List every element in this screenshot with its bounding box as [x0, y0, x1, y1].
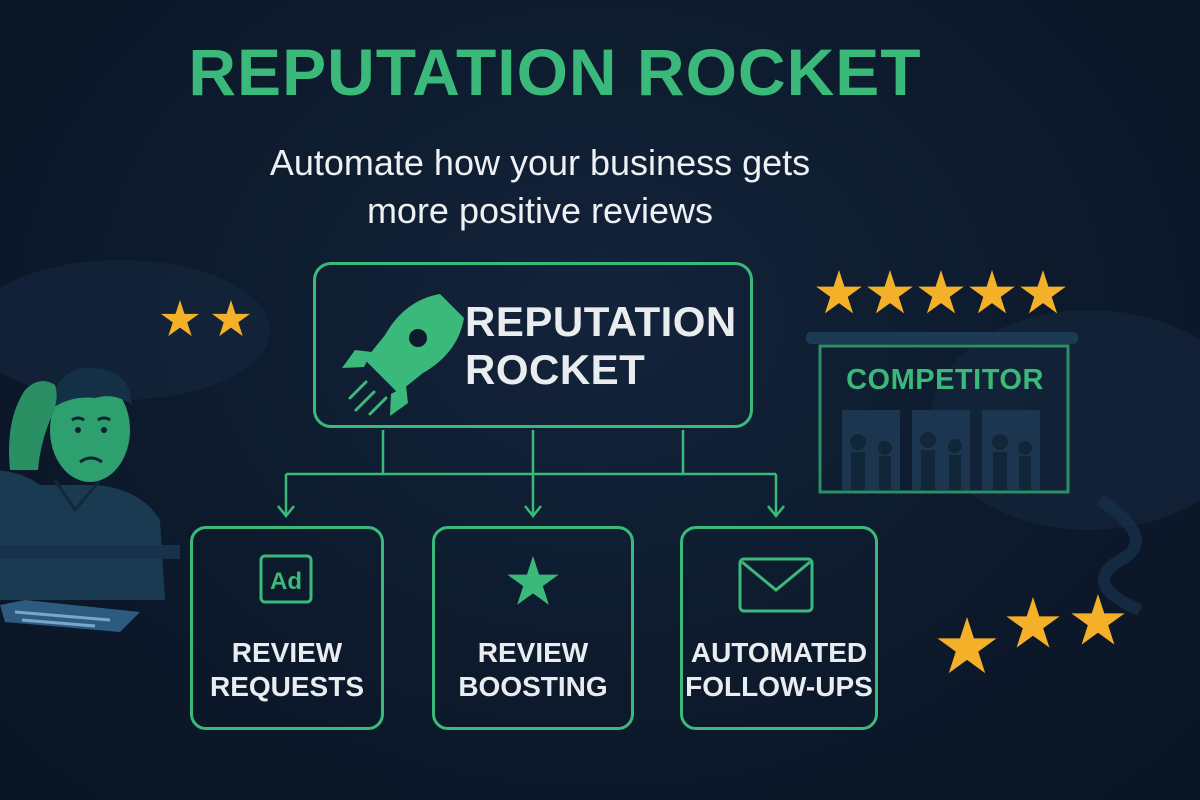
page-title: REPUTATION ROCKET [188, 35, 922, 109]
feature-label-line-1: REVIEW [477, 637, 589, 668]
star-icon [1006, 597, 1060, 648]
feature-label-automated-follow-ups: AUTOMATED FOLLOW-UPS [680, 636, 878, 704]
svg-text:Ad: Ad [270, 568, 302, 595]
feature-label-line-1: AUTOMATED [690, 637, 868, 668]
competitor-storefront-illustration [806, 332, 1143, 616]
ad-icon: Ad [259, 554, 313, 604]
connector-lines [277, 430, 785, 519]
subtitle-line-1: Automate how your business gets [269, 142, 811, 183]
three-star-rating [937, 594, 1125, 674]
star-icon [1020, 270, 1066, 314]
feature-box-automated-follow-ups [680, 526, 878, 730]
feature-label-review-requests: REVIEW REQUESTS [190, 636, 384, 704]
feature-label-line-2: FOLLOW-UPS [685, 671, 873, 702]
feature-label-line-1: REVIEW [231, 637, 343, 668]
star-icon [918, 270, 964, 314]
five-star-rating [816, 270, 1066, 314]
star-icon [937, 617, 997, 674]
competitor-sign: COMPETITOR [846, 364, 1044, 396]
main-node-box [313, 262, 753, 428]
rocket-icon [342, 294, 464, 416]
star-icon [969, 270, 1015, 314]
subtitle-line-2: more positive reviews [366, 190, 714, 231]
feature-label-line-2: REQUESTS [209, 671, 365, 702]
star-icon [867, 270, 913, 314]
envelope-icon [738, 557, 814, 613]
star-icon [816, 270, 862, 314]
feature-box-review-boosting [432, 526, 634, 730]
feature-box-review-requests [190, 526, 384, 730]
main-node-label-line-1: REPUTATION [465, 298, 737, 345]
worried-person-illustration [0, 367, 180, 632]
feature-label-review-boosting: REVIEW BOOSTING [432, 636, 634, 704]
main-node-label-line-2: ROCKET [465, 346, 646, 393]
feature-label-line-2: BOOSTING [458, 671, 608, 702]
